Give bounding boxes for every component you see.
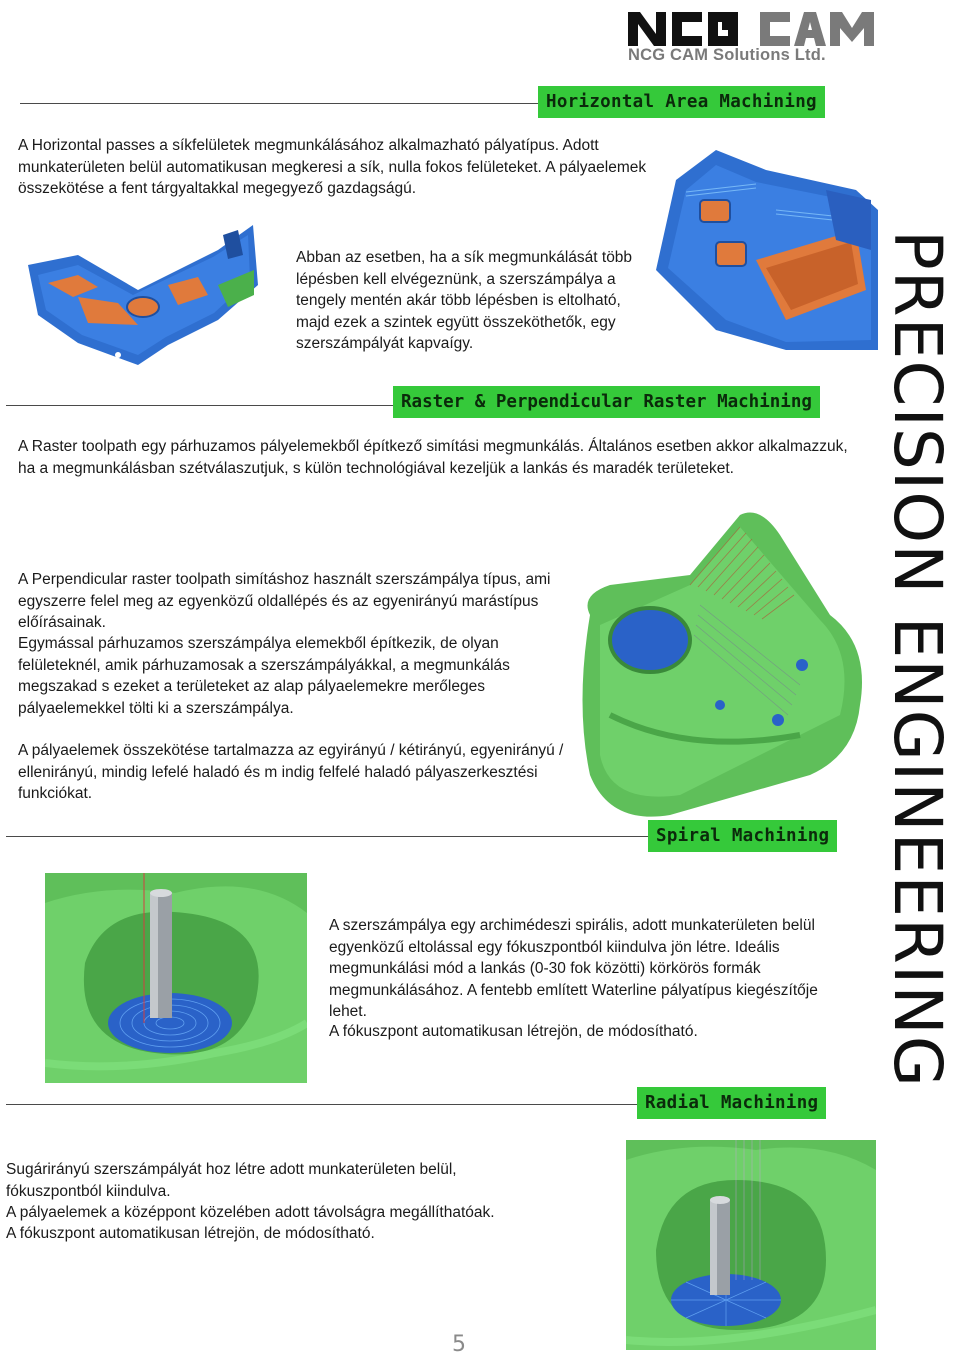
company-logo: NCG CAM Solutions Ltd.	[626, 6, 876, 70]
blue-part-render-icon	[18, 225, 273, 370]
company-name: NCG CAM Solutions Ltd.	[628, 46, 826, 64]
radial-paragraph-2: A pályaelemek a középpont közelében adot…	[6, 1204, 495, 1221]
raster-paragraph-1: A Raster toolpath egy párhuzamos pályele…	[18, 438, 848, 477]
horizontal-intro: A Horizontal passes a síkfelületek megmu…	[18, 137, 647, 197]
spiral-tool-render-icon	[45, 873, 307, 1083]
radial-tool-render-icon	[626, 1140, 876, 1350]
section-title-raster: Raster & Perpendicular Raster Machining	[393, 386, 820, 418]
raster-paragraph-2: A Perpendicular raster toolpath simításh…	[18, 571, 551, 631]
section-divider	[6, 1104, 638, 1105]
raster-paragraph-3: Egymással párhuzamos szerszámpálya eleme…	[18, 635, 510, 717]
spiral-paragraph-2: A fókuszpont automatikusan létrejön, de …	[329, 1023, 698, 1040]
page-number: 5	[452, 1332, 466, 1357]
radial-paragraph-3: A fókuszpont automatikusan létrejön, de …	[6, 1225, 375, 1242]
logo-mark-icon	[628, 10, 874, 46]
spiral-paragraph-1: A szerszámpálya egy archimédeszi spiráli…	[329, 917, 818, 1020]
section-title-horizontal: Horizontal Area Machining	[538, 86, 825, 118]
raster-paragraph-4: A pályaelemek összekötése tartalmazza az…	[18, 742, 564, 802]
section-divider	[20, 103, 540, 104]
section-title-spiral: Spiral Machining	[648, 820, 838, 852]
vertical-page-title: PRECISION ENGINEERING	[879, 230, 956, 1088]
radial-paragraph-1: Sugárirányú szerszámpályát hoz létre ado…	[6, 1161, 457, 1200]
section-title-radial: Radial Machining	[637, 1087, 827, 1119]
section-divider	[6, 405, 394, 406]
horizontal-detail: Abban az esetben, ha a sík megmunkálását…	[296, 249, 633, 352]
blue-part-closeup-icon	[656, 150, 878, 350]
green-part-raster-icon	[570, 505, 870, 825]
section-divider	[6, 836, 649, 837]
